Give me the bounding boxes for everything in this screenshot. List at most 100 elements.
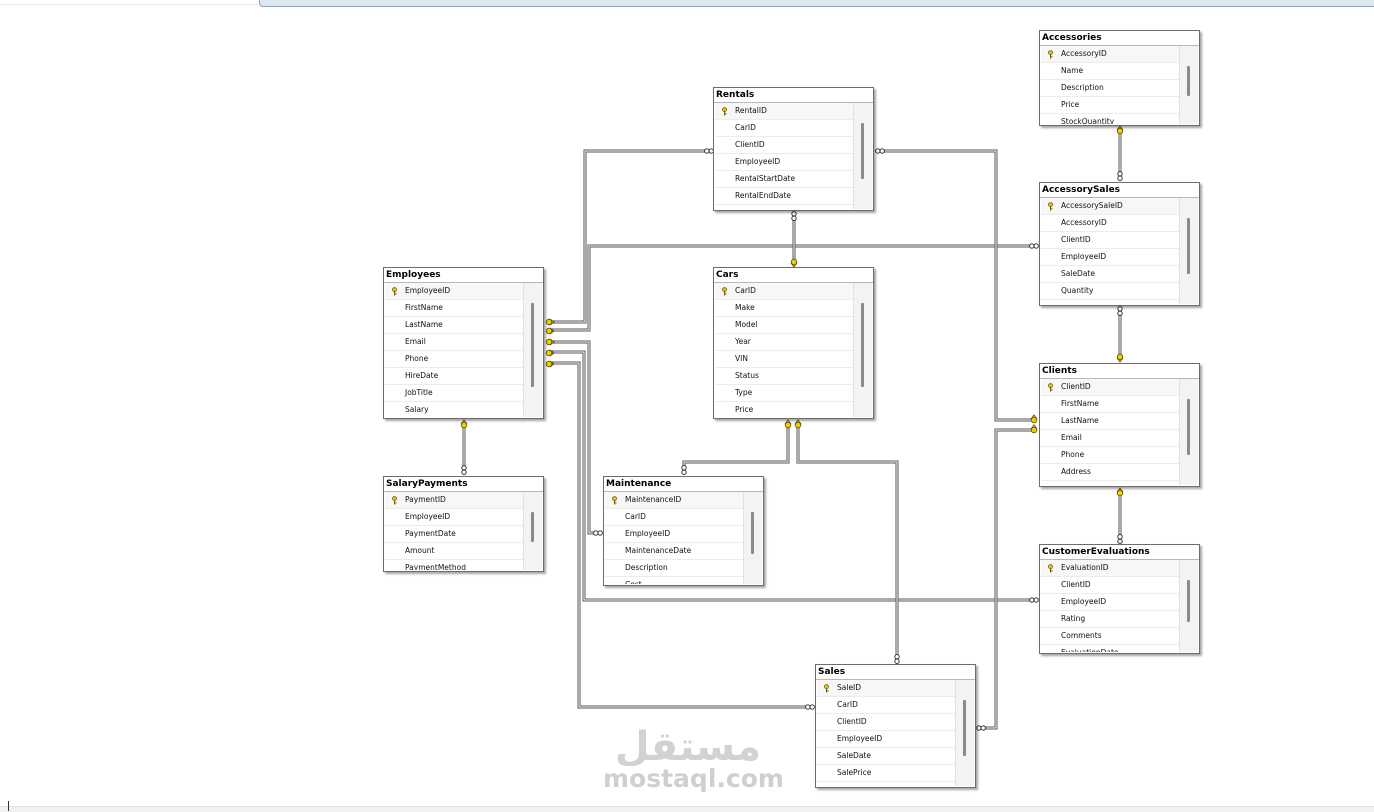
column-row[interactable]: Status xyxy=(715,368,853,385)
column-row[interactable]: FirstName xyxy=(385,300,523,317)
column-row[interactable]: EmployeeID xyxy=(605,526,743,543)
column-row[interactable]: Rating xyxy=(1041,611,1179,628)
column-row[interactable]: EvaluationID xyxy=(1041,560,1179,577)
scrollbar[interactable] xyxy=(1179,560,1198,652)
column-row[interactable]: Type xyxy=(715,385,853,402)
scrollbar-thumb[interactable] xyxy=(751,512,754,554)
relationship-sales-clients[interactable] xyxy=(981,428,1034,730)
relationship-maintenance-employees[interactable] xyxy=(550,340,598,535)
scrollbar[interactable] xyxy=(853,283,872,417)
relationship-rentals-clients[interactable] xyxy=(879,149,1034,422)
column-row[interactable]: PaymentDate xyxy=(385,526,523,543)
relationship-maintenance-cars[interactable] xyxy=(682,425,790,470)
column-row[interactable]: AccessorySaleID xyxy=(1041,198,1179,215)
column-row[interactable]: AccessoryID xyxy=(1041,215,1179,232)
scrollbar-thumb[interactable] xyxy=(531,512,534,542)
scrollbar-thumb[interactable] xyxy=(1187,66,1190,96)
column-row[interactable]: Status xyxy=(817,782,955,786)
column-row[interactable]: Salary xyxy=(385,402,523,417)
column-row[interactable]: Comments xyxy=(1041,628,1179,645)
column-row[interactable]: VIN xyxy=(715,351,853,368)
column-row[interactable]: TotalPrice xyxy=(1041,300,1179,304)
relationship-evaluations-employees[interactable] xyxy=(550,350,1033,602)
column-row[interactable]: Email xyxy=(1041,430,1179,447)
column-row[interactable]: StockQuantity xyxy=(1041,114,1179,124)
column-row[interactable]: Amount xyxy=(385,543,523,560)
column-row[interactable]: Description xyxy=(1041,80,1179,97)
scrollbar-thumb[interactable] xyxy=(1187,580,1190,622)
column-row[interactable]: Cost xyxy=(605,577,743,584)
column-row[interactable]: EmployeeID xyxy=(385,283,523,300)
column-row[interactable]: EmployeeID xyxy=(1041,249,1179,266)
designer-tab-header[interactable] xyxy=(259,0,1374,7)
relationship-accessorysales-employees[interactable] xyxy=(550,244,1033,332)
scrollbar[interactable] xyxy=(1179,46,1198,124)
scrollbar[interactable] xyxy=(523,492,542,570)
column-row[interactable]: Name xyxy=(1041,63,1179,80)
scrollbar[interactable] xyxy=(1179,379,1198,485)
column-row[interactable]: SaleDate xyxy=(817,748,955,765)
column-row[interactable]: Phone xyxy=(385,351,523,368)
column-row[interactable]: EmployeeID xyxy=(1041,594,1179,611)
column-row[interactable]: FirstName xyxy=(1041,396,1179,413)
column-row[interactable]: RentalID xyxy=(715,103,853,120)
column-row[interactable]: ClientID xyxy=(1041,232,1179,249)
column-row[interactable]: ClientID xyxy=(817,714,955,731)
column-row[interactable]: EmployeeID xyxy=(715,154,853,171)
column-row[interactable]: SaleDate xyxy=(1041,266,1179,283)
column-row[interactable]: LastName xyxy=(385,317,523,334)
relationship-sales-employees[interactable] xyxy=(550,361,810,709)
column-row[interactable]: CarID xyxy=(817,697,955,714)
column-row[interactable]: Year xyxy=(715,334,853,351)
column-row[interactable]: Phone xyxy=(1041,447,1179,464)
column-row[interactable]: ClientID xyxy=(1041,577,1179,594)
scrollbar[interactable] xyxy=(853,103,872,209)
scrollbar[interactable] xyxy=(523,283,542,417)
column-row[interactable]: Quantity xyxy=(1041,283,1179,300)
scrollbar-thumb[interactable] xyxy=(1187,218,1190,274)
column-row[interactable]: PaymentMethod xyxy=(385,560,523,570)
relationship-rentals-employees[interactable] xyxy=(550,149,708,324)
column-row[interactable]: ClientID xyxy=(715,137,853,154)
column-row[interactable]: Email xyxy=(385,334,523,351)
scrollbar-thumb[interactable] xyxy=(861,123,864,179)
column-row[interactable]: EmployeeID xyxy=(385,509,523,526)
column-row[interactable]: Price xyxy=(715,402,853,417)
column-row[interactable]: RentalStartDate xyxy=(715,171,853,188)
column-row[interactable]: MaintenanceID xyxy=(605,492,743,509)
column-row[interactable]: TotalCost xyxy=(715,205,853,209)
column-row[interactable]: Model xyxy=(715,317,853,334)
column-row[interactable]: JobTitle xyxy=(385,385,523,402)
column-row[interactable]: PaymentID xyxy=(385,492,523,509)
column-row[interactable]: EvaluationDate xyxy=(1041,645,1179,652)
column-row[interactable]: EmployeeID xyxy=(817,731,955,748)
column-row[interactable]: HireDate xyxy=(385,368,523,385)
scrollbar[interactable] xyxy=(743,492,762,584)
column-row[interactable]: Price xyxy=(1041,97,1179,114)
column-row[interactable]: LastName xyxy=(1041,413,1179,430)
column-row[interactable]: RentalEndDate xyxy=(715,188,853,205)
column-row[interactable]: CarID xyxy=(715,120,853,137)
column-row[interactable]: CarID xyxy=(605,509,743,526)
column-row[interactable]: AccessoryID xyxy=(1041,46,1179,63)
column-row[interactable]: CarID xyxy=(715,283,853,300)
column-row[interactable]: Address xyxy=(1041,464,1179,481)
column-row[interactable]: SaleID xyxy=(817,680,955,697)
column-row[interactable]: RegistrationDate xyxy=(1041,481,1179,485)
scrollbar[interactable] xyxy=(1179,198,1198,304)
column-row[interactable]: Make xyxy=(715,300,853,317)
scrollbar-thumb[interactable] xyxy=(531,303,534,387)
relationship-sales-cars[interactable] xyxy=(796,425,899,659)
column-row[interactable]: SalePrice xyxy=(817,765,955,782)
column-row[interactable]: ClientID xyxy=(1041,379,1179,396)
column-row[interactable]: Description xyxy=(605,560,743,577)
